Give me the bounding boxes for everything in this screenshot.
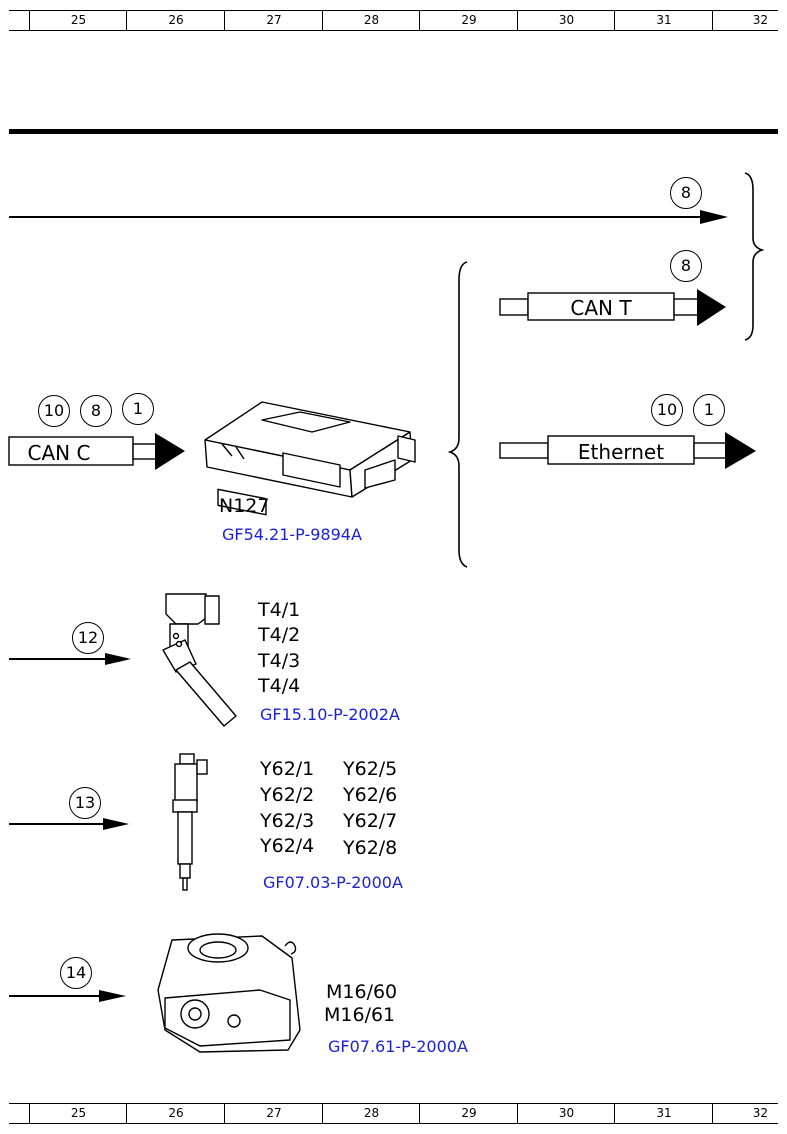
right-brace <box>744 172 765 341</box>
step-badge-can-c-10: 10 <box>38 395 70 427</box>
ruler-cell-28: 28 <box>322 11 420 30</box>
step-badge-sensor: 12 <box>72 622 104 654</box>
step-badge-can-c-1: 1 <box>122 393 154 425</box>
ruler-cell-28: 28 <box>322 1104 420 1123</box>
ruler-cell-27: 27 <box>224 1104 323 1123</box>
can-c-label: CAN C <box>27 441 91 465</box>
actuator-code-1: M16/60 <box>326 981 398 1003</box>
ruler-cell-26: 26 <box>126 1104 225 1123</box>
actuator-code-2: M16/61 <box>324 1004 396 1026</box>
sensor-code-1: T4/1 <box>258 599 301 621</box>
can-t-connector <box>499 289 726 326</box>
ruler-cell-27: 27 <box>224 11 323 30</box>
ruler-cell-25: 25 <box>29 11 127 30</box>
injector-code-4: Y62/4 <box>260 835 315 857</box>
ruler-cell-31: 31 <box>614 11 713 30</box>
sensor-drawing <box>162 593 237 727</box>
ruler-cell-25: 25 <box>29 1104 127 1123</box>
ethernet-label: Ethernet <box>577 440 665 464</box>
actuator-ref-link[interactable]: GF07.61-P-2000A <box>328 1037 468 1056</box>
ruler-cell-30: 30 <box>517 1104 615 1123</box>
actuator-arrowhead <box>99 990 126 1002</box>
sensor-code-4: T4/4 <box>258 675 301 697</box>
injector-ref-link[interactable]: GF07.03-P-2000A <box>263 873 403 892</box>
ruler-cell-29: 29 <box>419 11 518 30</box>
step-badge-can-t: 8 <box>670 250 702 282</box>
can-c-connector <box>8 433 185 470</box>
ruler-cell-31: 31 <box>614 1104 713 1123</box>
injector-code-5: Y62/5 <box>343 758 398 780</box>
sensor-arrowhead <box>105 653 131 665</box>
ruler-cell-32: 32 <box>712 11 778 30</box>
injector-code-6: Y62/6 <box>343 784 398 806</box>
sensor-ref-link[interactable]: GF15.10-P-2002A <box>260 705 400 724</box>
step-badge-can-c-8: 8 <box>80 395 112 427</box>
step-badge-injector: 13 <box>69 787 101 819</box>
step-badge-top-arrow: 8 <box>670 177 702 209</box>
ruler-cell-26: 26 <box>126 11 225 30</box>
injector-code-8: Y62/8 <box>343 837 398 859</box>
bottom-ruler: 25 26 27 28 29 30 31 32 <box>9 1103 778 1124</box>
sensor-code-2: T4/2 <box>258 624 301 646</box>
ethernet-connector <box>499 432 756 469</box>
control-unit-ref-link[interactable]: GF54.21-P-9894A <box>222 525 362 544</box>
section-separator <box>9 129 778 134</box>
top-arrowhead <box>700 210 728 224</box>
step-badge-ethernet-1: 1 <box>693 394 725 426</box>
left-brace <box>447 261 468 568</box>
injector-code-2: Y62/2 <box>260 784 315 806</box>
step-badge-ethernet-10: 10 <box>651 394 683 426</box>
actuator-drawing <box>157 933 301 1053</box>
injector-arrowhead <box>103 818 129 830</box>
ruler-cell-30: 30 <box>517 11 615 30</box>
sensor-code-3: T4/3 <box>258 650 301 672</box>
control-unit-code: N127 <box>219 495 270 517</box>
injector-drawing <box>172 753 208 891</box>
can-t-label: CAN T <box>570 296 632 320</box>
injector-code-3: Y62/3 <box>260 810 315 832</box>
ruler-cell-29: 29 <box>419 1104 518 1123</box>
control-unit-drawing <box>204 401 416 516</box>
injector-code-1: Y62/1 <box>260 758 315 780</box>
step-badge-actuator: 14 <box>60 957 92 989</box>
top-ruler: 25 26 27 28 29 30 31 32 <box>9 10 778 31</box>
ruler-cell-32: 32 <box>712 1104 778 1123</box>
injector-code-7: Y62/7 <box>343 810 398 832</box>
